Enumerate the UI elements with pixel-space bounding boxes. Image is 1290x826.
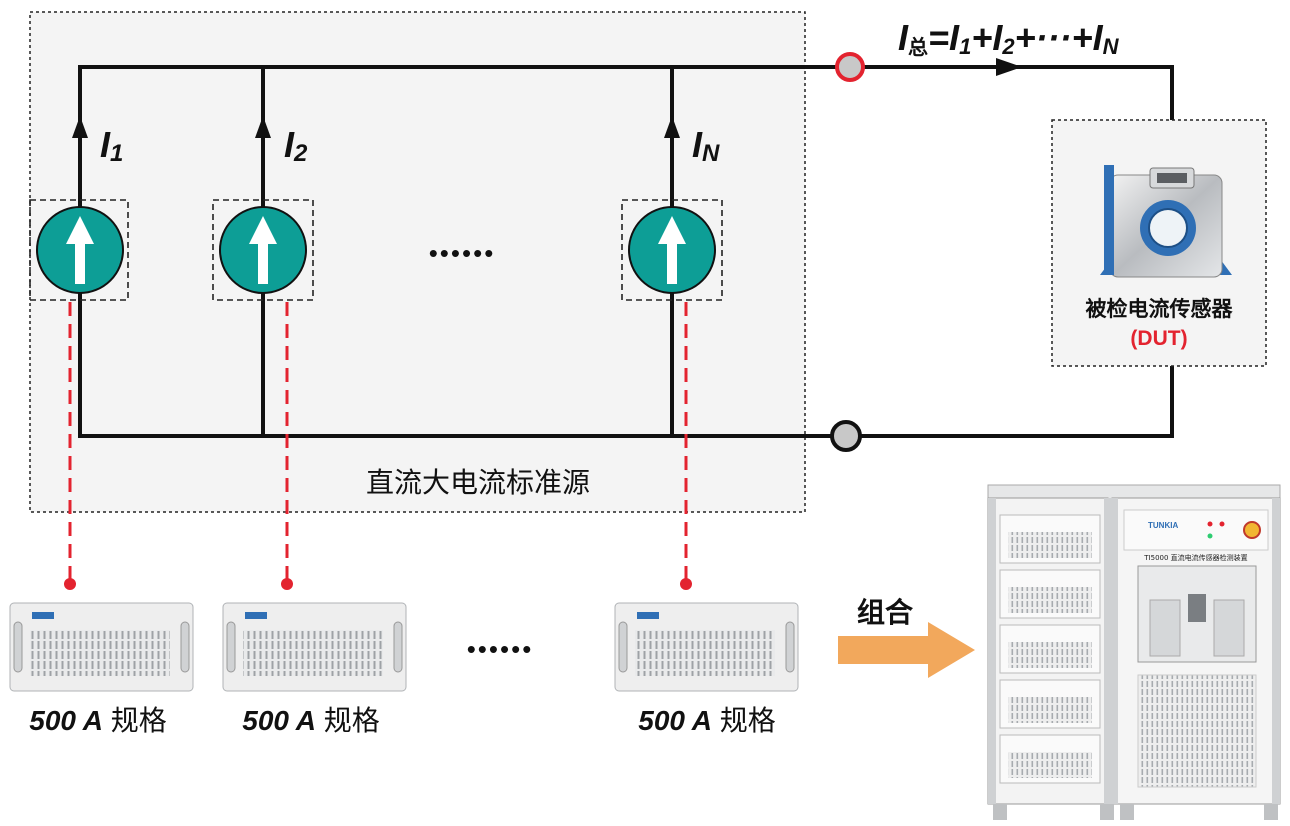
combine-arrow	[838, 622, 975, 678]
control-dot-n	[680, 578, 692, 590]
units-ellipsis: ••••••	[467, 634, 534, 664]
control-dot-1	[64, 578, 76, 590]
total-current-arrow	[996, 58, 1022, 76]
cabinet-roof	[987, 484, 1281, 500]
caster-2	[1100, 804, 1114, 820]
sensor-side-plate	[1104, 165, 1114, 275]
unit-1-spec: 500 A 规格	[29, 704, 166, 737]
source-n-arrow-head	[658, 216, 686, 244]
source-1-arrow-head	[66, 216, 94, 244]
unit-1-handle-right	[180, 621, 190, 673]
unit-n-handle-right	[785, 621, 795, 673]
source-n-box	[621, 199, 723, 301]
cabinet-indicator-1	[1207, 521, 1213, 527]
unit-2-spec: 500 A 规格	[242, 704, 379, 737]
dut-tag: (DUT)	[1130, 327, 1187, 350]
cabinet-test-fixture	[1188, 594, 1206, 622]
cabinet-estop	[1243, 521, 1261, 539]
caster-3	[1120, 804, 1134, 820]
cabinet-module-1-grille	[1008, 532, 1092, 558]
negative-terminal	[830, 420, 862, 452]
power-unit-2	[222, 602, 407, 692]
sensor-aperture	[1148, 208, 1188, 248]
source-1-box	[29, 199, 129, 301]
unit-n-spec: 500 A 规格	[638, 704, 775, 737]
dut-label: 被检电流传感器	[1086, 297, 1234, 321]
branch-n-arrow	[664, 116, 680, 138]
cabinet-test-bus-right	[1213, 599, 1245, 657]
cabinet-mid-post	[1104, 498, 1118, 804]
cabinet-module-3-grille	[1008, 642, 1092, 668]
cabinet-module-2-grille	[1008, 587, 1092, 613]
unit-n-grille	[635, 630, 775, 676]
control-link-dots	[64, 578, 692, 590]
cabinet-test-bus-left	[1149, 599, 1181, 657]
current-source-n	[621, 199, 723, 301]
branch-arrows	[72, 58, 1022, 138]
control-links	[68, 302, 688, 580]
source-n-arrow-shaft	[667, 240, 677, 284]
cabinet-indicator-2	[1219, 521, 1225, 527]
source-ellipsis: ••••••	[429, 238, 496, 268]
cabinet-indicator-3	[1207, 533, 1213, 539]
cabinet: TUNKIA TI5000 直流电流传感器检测装置	[987, 484, 1281, 820]
total-current-formula: I总=I1+I2+···+IN	[898, 17, 1120, 59]
cabinet-vent	[1137, 674, 1257, 788]
unit-1-handle-left	[13, 621, 23, 673]
branch-1-label: I1	[100, 124, 123, 167]
unit-1-logo	[32, 612, 54, 619]
cabinet-module-5-grille	[1008, 752, 1092, 778]
unit-n-handle-left	[618, 621, 628, 673]
control-dot-2	[281, 578, 293, 590]
unit-2-logo	[245, 612, 267, 619]
caster-4	[1264, 804, 1278, 820]
unit-2-grille	[243, 630, 383, 676]
source-2-box	[212, 199, 314, 301]
sensor-connector-pins	[1157, 173, 1187, 183]
current-sensor-image	[1100, 165, 1232, 278]
current-source-1	[29, 199, 129, 301]
branch-2-label: I2	[284, 124, 308, 167]
unit-1-grille	[30, 630, 170, 676]
caster-1	[993, 804, 1007, 820]
cabinet-right-post	[1272, 498, 1280, 804]
branch-n-label: IN	[692, 124, 720, 167]
positive-terminal	[835, 52, 865, 82]
power-unit-1	[9, 602, 194, 692]
cabinet-left-post	[988, 498, 996, 804]
source-panel-label: 直流大电流标准源	[366, 466, 590, 499]
current-source-2	[212, 199, 314, 301]
source-1-arrow-shaft	[75, 240, 85, 284]
dut-panel: 被检电流传感器 (DUT)	[1051, 119, 1267, 367]
unit-2-handle-left	[226, 621, 236, 673]
power-unit-n	[614, 602, 799, 692]
combine-label: 组合	[857, 596, 914, 629]
combine-group: 组合	[838, 596, 975, 678]
output-terminals	[830, 52, 865, 452]
cabinet-model-title: TI5000 直流电流传感器检测装置	[1143, 553, 1247, 562]
cabinet-brand: TUNKIA	[1148, 521, 1178, 530]
cabinet-module-4-grille	[1008, 697, 1092, 723]
unit-n-logo	[637, 612, 659, 619]
unit-2-handle-right	[393, 621, 403, 673]
branch-2-arrow	[255, 116, 271, 138]
source-2-arrow-shaft	[258, 240, 268, 284]
branch-1-arrow	[72, 116, 88, 138]
source-2-arrow-head	[249, 216, 277, 244]
